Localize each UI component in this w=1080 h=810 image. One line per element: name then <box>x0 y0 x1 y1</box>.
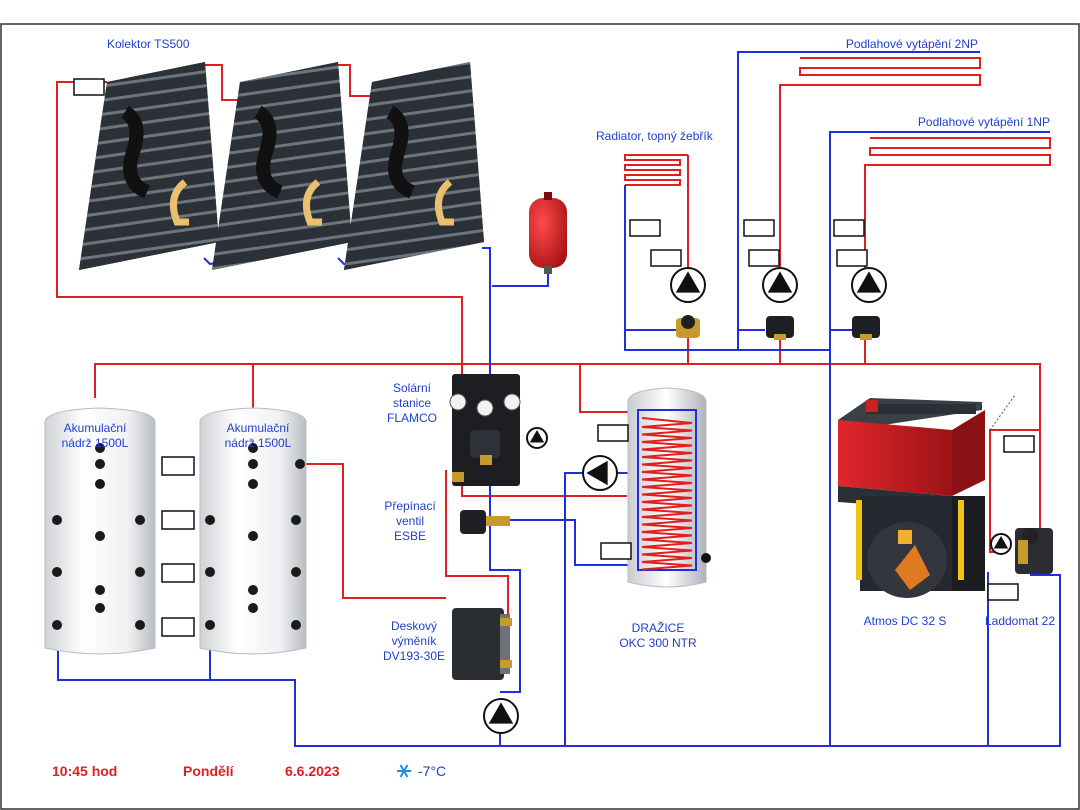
label-exchanger-line-2: výměník <box>392 634 438 648</box>
expansion-vessel <box>529 192 567 274</box>
readout-floor1-pump <box>836 249 868 267</box>
status-time: 10:45 hod <box>52 763 117 779</box>
readout-dhw-top <box>597 424 629 442</box>
tank-port-9 <box>95 585 105 595</box>
pumps <box>483 267 1012 734</box>
readout-boiler <box>1003 435 1035 453</box>
readout-tank-1 <box>161 456 195 476</box>
cold-pipes <box>57 51 1061 747</box>
tank-port-12 <box>135 620 145 630</box>
label-solar-station-line-1: Solární <box>393 381 432 395</box>
readout-boxes <box>73 78 1035 637</box>
readout-radiator-pump <box>650 249 682 267</box>
readout-floor2-top <box>743 219 775 237</box>
readout-radiator-top <box>629 219 661 237</box>
tank-port-17 <box>291 515 301 525</box>
tank-port-18 <box>248 531 258 541</box>
wood-boiler <box>838 398 985 598</box>
tank-port-10 <box>95 603 105 613</box>
tank-port-3 <box>95 479 105 489</box>
pump-exchanger <box>483 698 519 734</box>
label-collector: Kolektor TS500 <box>107 37 190 51</box>
readout-tank-2 <box>161 510 195 530</box>
laddomat-unit <box>989 394 1053 574</box>
tank-port-24 <box>291 620 301 630</box>
label-boiler: Atmos DC 32 S <box>864 614 947 628</box>
label-dhw-cylinder-line-1: DRAŽICE <box>632 620 685 635</box>
tank-port-21 <box>248 585 258 595</box>
snowflake-icon <box>397 764 411 778</box>
status-date: 6.6.2023 <box>285 763 340 779</box>
label-valve-line-3: ESBE <box>394 529 426 543</box>
readout-dhw-bottom <box>600 542 632 560</box>
mixing-valve-2np <box>766 316 794 340</box>
label-dhw-cylinder-line-2: OKC 300 NTR <box>619 636 697 650</box>
labels: Kolektor TS500 Podlahové vytápění 2NP Podl… <box>62 37 1056 663</box>
tank-port-14 <box>248 459 258 469</box>
label-tank-2-line-2: nádrž 1500L <box>225 436 292 450</box>
solar-station <box>449 374 521 486</box>
label-tank-1-line-1: Akumulační <box>64 421 127 435</box>
mixing-valve-radiator <box>676 315 700 338</box>
readout-floor2-pump <box>748 249 780 267</box>
readout-floor1-top <box>833 219 865 237</box>
tank-port-23 <box>205 620 215 630</box>
tank-port-7 <box>52 567 62 577</box>
dhw-cylinder <box>627 387 711 588</box>
status-bar: 10:45 hod Pondělí 6.6.2023 -7°C <box>52 763 446 779</box>
readout-collector <box>73 78 105 96</box>
readout-laddomat <box>987 583 1019 601</box>
tank-port-22 <box>248 603 258 613</box>
label-tank-1-line-2: nádrž 1500L <box>62 436 129 450</box>
status-temperature: -7°C <box>418 763 446 779</box>
readout-tank-4 <box>161 617 195 637</box>
tank-port-25 <box>295 459 305 469</box>
tank-port-6 <box>95 531 105 541</box>
pump-laddomat <box>990 533 1012 555</box>
tank-port-20 <box>291 567 301 577</box>
storage-tank-2 <box>199 407 307 655</box>
solar-collectors <box>79 62 484 270</box>
tank-port-8 <box>135 567 145 577</box>
collector-panel-3 <box>344 62 484 270</box>
tank-port-2 <box>95 459 105 469</box>
diverter-valve <box>460 510 510 534</box>
tank-port-15 <box>248 479 258 489</box>
collector-panel-2 <box>212 62 352 270</box>
tank-port-11 <box>52 620 62 630</box>
tank-ports <box>52 443 305 630</box>
label-radiator: Radiator, topný žebřík <box>596 129 714 143</box>
label-tank-2-line-1: Akumulační <box>227 421 290 435</box>
label-exchanger-line-1: Deskový <box>391 619 437 633</box>
tank-port-19 <box>205 567 215 577</box>
pump-dhw <box>582 455 618 491</box>
collector-panel-1 <box>79 62 219 270</box>
label-solar-station-line-2: stanice <box>393 396 431 410</box>
tank-port-5 <box>135 515 145 525</box>
tank-port-13 <box>248 443 258 453</box>
readout-tank-3 <box>161 563 195 583</box>
tank-port-16 <box>205 515 215 525</box>
label-valve-line-1: Přepínací <box>384 499 436 513</box>
mixing-valve-1np <box>852 316 880 340</box>
tank-port-1 <box>95 443 105 453</box>
pump-solar <box>526 427 548 449</box>
label-valve-line-2: ventil <box>396 514 424 528</box>
plate-heat-exchanger <box>452 608 512 680</box>
label-floor-2np: Podlahové vytápění 2NP <box>846 37 978 51</box>
label-exchanger-line-3: DV193-30E <box>383 649 445 663</box>
pump-floor-1np <box>851 267 887 303</box>
pump-floor-2np <box>762 267 798 303</box>
tank-port-4 <box>52 515 62 525</box>
label-floor-1np: Podlahové vytápění 1NP <box>918 115 1050 129</box>
label-solar-station-line-3: FLAMCO <box>387 411 437 425</box>
pump-radiator <box>670 267 706 303</box>
label-laddomat: Laddomat 22 <box>985 614 1055 628</box>
storage-tank-1 <box>44 407 156 655</box>
status-day: Pondělí <box>183 763 235 779</box>
